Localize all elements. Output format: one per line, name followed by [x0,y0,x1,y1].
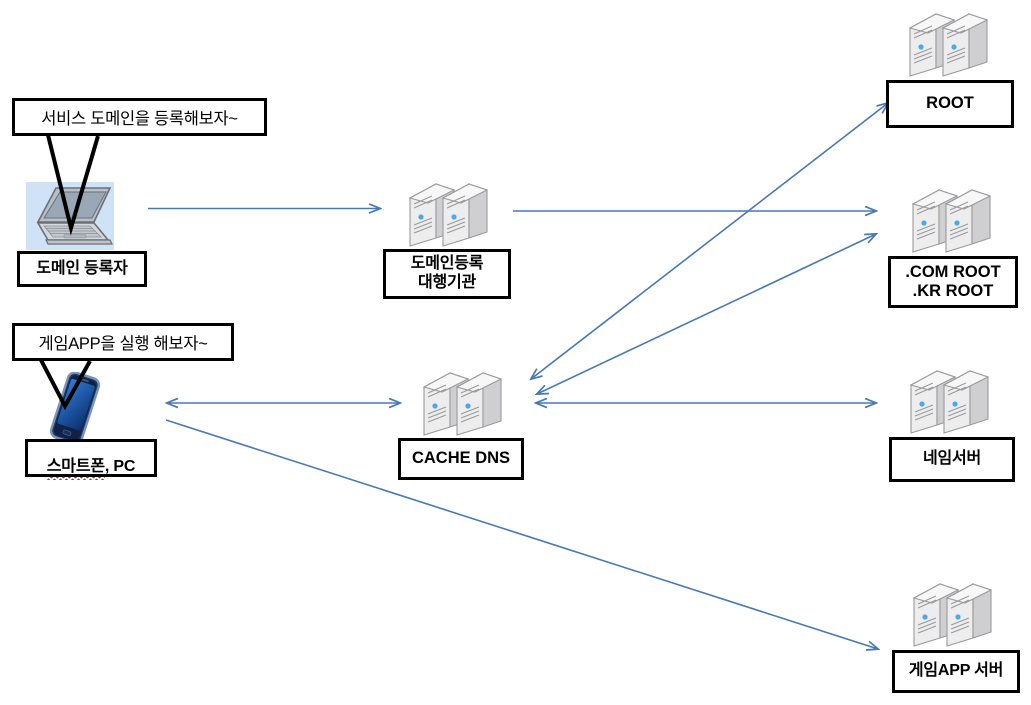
arrow-cache-dns-to-root [531,103,888,379]
server-icon [422,372,503,436]
node-label-root: ROOT [886,80,1014,128]
server-icon-wrap-root [902,6,990,82]
speech-bubble-domain-registrant-text: 서비스 도메인을 등록해보자~ [41,110,238,128]
node-label-cache-dns: CACHE DNS [398,438,524,480]
node-label-smartphone-pc: 스마트폰, PC [25,439,157,480]
node-label-smartphone-pc-text: 스마트폰, PC [46,439,136,480]
node-label-root-text: ROOT [926,94,974,113]
server-icon [912,583,993,647]
node-label-game-app-server-text: 게임APP 서버 [908,662,1004,680]
speech-bubble-domain-registrant: 서비스 도메인을 등록해보자~ [12,98,267,136]
node-label-domain-registrar-text: 도메인등록 대행기관 [410,255,484,291]
speech-bubble-game-app-user-text: 게임APP을 실행 해보자~ [38,335,208,353]
node-label-com-kr-root: .COM ROOT .KR ROOT [888,256,1018,308]
node-label-smartphone-pc-suffix: , PC [104,458,136,475]
node-label-com-kr-root-text: .COM ROOT .KR ROOT [905,262,1001,300]
node-label-name-server-text: 네임서버 [922,450,982,468]
node-label-domain-registrar: 도메인등록 대행기관 [383,249,511,299]
node-label-game-app-server: 게임APP 서버 [892,650,1020,693]
server-icon-wrap-cache-dns [416,365,504,441]
server-icon [909,370,990,434]
spellcheck-underline: 스마트폰 [46,458,105,480]
bubble-tail-game-app-user [39,359,92,411]
speech-bubble-game-app-user: 게임APP을 실행 해보자~ [12,323,234,361]
smartphone-icon-wrap [42,371,108,445]
node-label-cache-dns-text: CACHE DNS [411,449,511,468]
node-label-domain-registrant: 도메인 등록자 [17,251,147,287]
arrow-cache-dns-to-com-kr-root [537,234,876,394]
node-label-domain-registrant-text: 도메인 등록자 [36,259,128,277]
server-icon-wrap-com-kr-root [905,182,993,258]
server-icon-wrap-domain-registrar [402,176,490,252]
server-icon [911,189,992,253]
server-icon-wrap-game-app-server [906,576,994,652]
node-label-name-server: 네임서버 [889,437,1015,482]
server-icon [408,183,489,247]
server-icon [908,13,989,77]
smartphone-icon [49,371,101,445]
bubble-tail-domain-registrant [46,134,100,236]
server-icon-wrap-name-server [903,363,991,439]
